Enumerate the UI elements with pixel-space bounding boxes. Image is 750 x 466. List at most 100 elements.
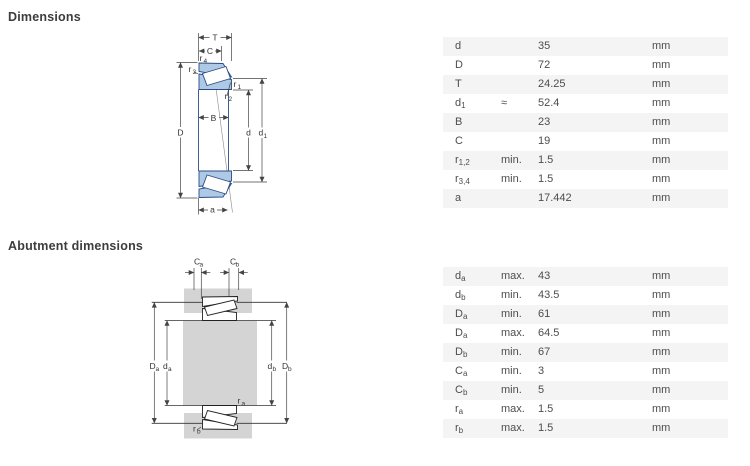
table-row: r3,4 min. 1.5 mm (443, 170, 728, 189)
tapered-roller (203, 299, 238, 317)
dim-label-r4-sub: 4 (204, 58, 208, 65)
dim-unit: mm (652, 97, 671, 109)
dim-value: 5 (538, 384, 545, 396)
dim-symbol: db (455, 289, 466, 302)
dimensions-table: d 35 mm D 72 mm T 24.25 mm d1 ≈ 52.4 mm … (443, 37, 728, 208)
dim-value: 1.5 (538, 403, 554, 415)
dim-label-da-sub: a (168, 366, 172, 373)
dim-value: 17.442 (538, 192, 572, 204)
dim-label-D: D (177, 128, 183, 138)
table-row: C 19 mm (443, 132, 728, 151)
tapered-roller (201, 65, 232, 87)
dim-qualifier (501, 189, 538, 208)
section-heading-abutment: Abutment dimensions (8, 239, 144, 253)
dim-symbol: a (455, 192, 462, 204)
dim-value: 35 (538, 40, 551, 52)
dim-value: 52.4 (538, 97, 560, 109)
dim-symbol: d1 (455, 97, 466, 110)
dim-symbol: T (455, 78, 462, 90)
dim-symbol: r1,2 (455, 154, 470, 167)
dim-label-db: d (268, 361, 273, 371)
dim-unit: mm (652, 308, 671, 320)
dim-qualifier: max. (501, 422, 525, 434)
dim-label-rb-sub: b (197, 429, 201, 436)
dim-label-d1-sub: 1 (264, 133, 268, 140)
dim-value: 43 (538, 270, 551, 282)
dim-symbol: r3,4 (455, 173, 470, 186)
bearing-cross-section (198, 62, 233, 90)
dim-label-Cb: C (230, 257, 236, 267)
dim-unit: mm (652, 59, 671, 71)
table-row: B 23 mm (443, 113, 728, 132)
table-row: db min. 43.5 mm (443, 286, 728, 305)
abutment-diagram: C a C b D a d a d b D b r a r b (148, 257, 294, 439)
dim-value: 19 (538, 135, 551, 147)
dim-symbol: Db (455, 346, 468, 359)
dim-value: 67 (538, 346, 551, 358)
dim-label-ra-sub: a (242, 401, 246, 408)
bearing-cross-section-mirror (202, 405, 238, 430)
dim-qualifier: min. (501, 308, 522, 320)
dim-symbol: Ca (455, 365, 468, 378)
dim-label-r1: r (234, 79, 237, 89)
dim-qualifier: min. (501, 384, 522, 396)
dim-symbol: d (455, 40, 462, 52)
dim-symbol: Da (455, 327, 468, 340)
dim-unit: mm (652, 403, 671, 415)
dim-label-d: d (246, 128, 251, 138)
dim-qualifier: max. (501, 270, 525, 282)
dim-label-C: C (207, 46, 213, 56)
dim-unit: mm (652, 116, 671, 128)
outer-ring-cup (202, 296, 238, 308)
dim-symbol: Da (455, 308, 468, 321)
dim-unit: mm (652, 154, 671, 166)
dim-value: 24.25 (538, 78, 566, 90)
dim-value: 72 (538, 59, 551, 71)
table-row: rb max. 1.5 mm (443, 419, 728, 438)
dim-symbol: rb (455, 422, 464, 435)
dim-label-db-sub: b (273, 366, 277, 373)
dim-symbol: D (455, 59, 463, 71)
dim-label-r2: r (225, 91, 228, 101)
dim-label-Da: D (150, 361, 156, 371)
table-row: Da min. 61 mm (443, 305, 728, 324)
dim-value: 43.5 (538, 289, 560, 301)
dim-symbol: B (455, 116, 463, 128)
dim-label-r1-sub: 1 (238, 84, 242, 91)
dim-label-T: T (212, 33, 217, 43)
dim-unit: mm (652, 289, 671, 301)
dim-qualifier: min. (501, 346, 522, 358)
section-heading-dimensions: Dimensions (8, 10, 81, 24)
dim-symbol: Cb (455, 384, 468, 397)
dim-label-B: B (211, 113, 217, 123)
dim-label-r3: r (189, 64, 192, 74)
dim-symbol: C (455, 135, 463, 147)
table-row: T 24.25 mm (443, 75, 728, 94)
dim-value: 64.5 (538, 327, 560, 339)
dim-label-Cb-sub: b (236, 262, 240, 269)
table-row: Db min. 67 mm (443, 343, 728, 362)
dim-label-Db: D (282, 361, 288, 371)
dim-label-da: d (163, 361, 168, 371)
table-row: Cb min. 5 mm (443, 381, 728, 400)
dim-value: 61 (538, 308, 551, 320)
dim-symbol: ra (455, 403, 464, 416)
dim-unit: mm (652, 173, 671, 185)
dim-symbol: da (455, 270, 466, 283)
table-row: da max. 43 mm (443, 267, 728, 286)
pressure-line (212, 65, 233, 213)
dim-unit: mm (652, 365, 671, 377)
bearing-cross-section-mirror (198, 170, 232, 198)
table-row: r1,2 min. 1.5 mm (443, 151, 728, 170)
dim-qualifier (501, 37, 538, 56)
dim-unit: mm (652, 346, 671, 358)
dim-unit: mm (652, 192, 671, 204)
dim-qualifier: min. (501, 365, 522, 377)
shaft-block (183, 320, 257, 406)
dim-qualifier (501, 75, 538, 94)
dim-qualifier: min. (501, 173, 522, 185)
dim-unit: mm (652, 135, 671, 147)
dim-label-rb: r (193, 424, 196, 434)
dim-unit: mm (652, 327, 671, 339)
